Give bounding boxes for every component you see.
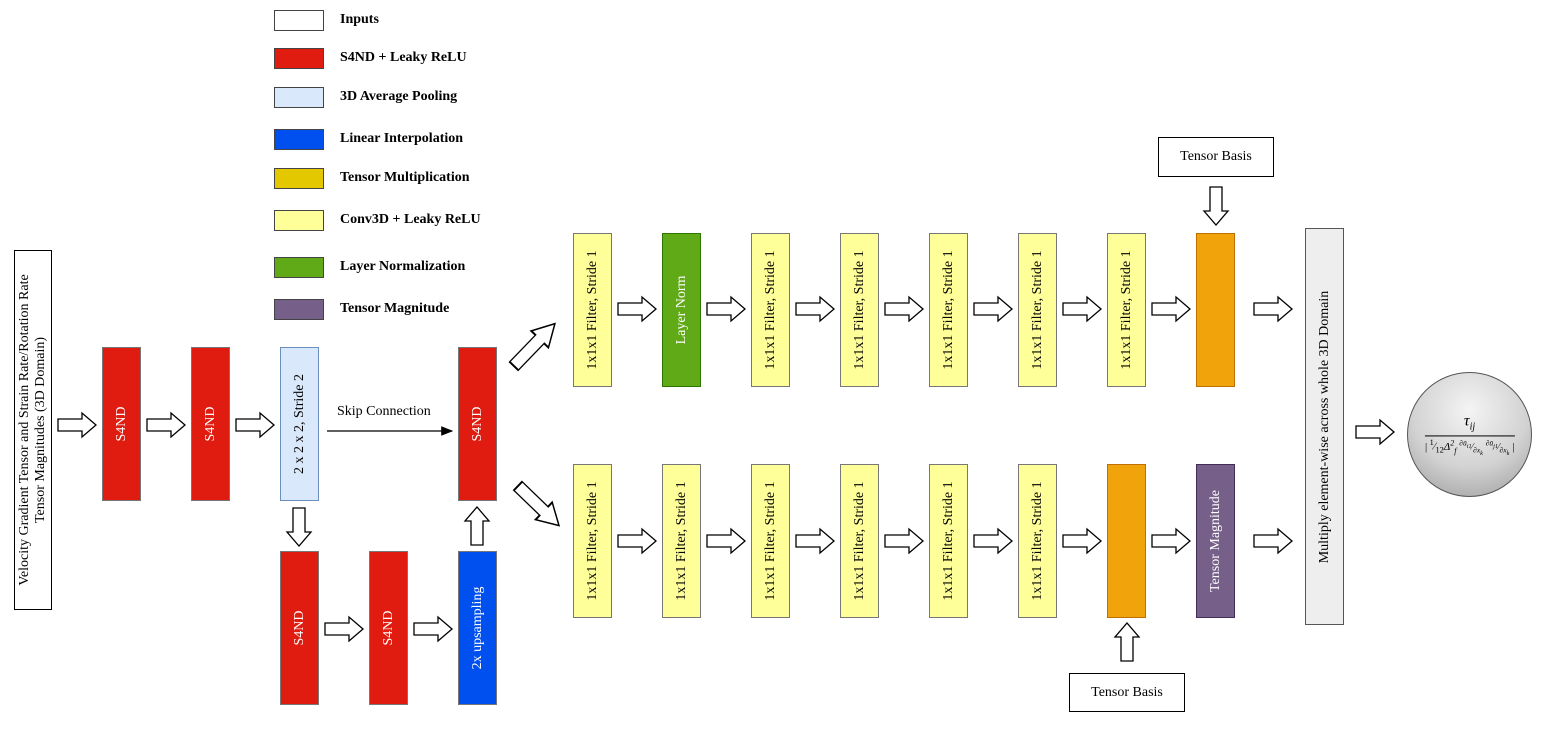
arrow-diag-down <box>508 476 569 536</box>
bottom-conv-2: 1x1x1 Filter, Stride 1 <box>662 464 701 618</box>
input-block: Velocity Gradient Tensor and Strain Rate… <box>14 250 52 610</box>
bottom-conv-4: 1x1x1 Filter, Stride 1 <box>840 464 879 618</box>
bottom-tensor-mult-block <box>1107 464 1146 618</box>
s4nd-block-5: S4ND <box>369 551 408 705</box>
arrow-top-2 <box>706 296 746 322</box>
legend-label-layer-norm: Layer Normalization <box>340 259 466 274</box>
upsample-block: 2x upsampling <box>458 551 497 705</box>
bottom-tensor-basis-box: Tensor Basis <box>1069 673 1185 712</box>
arrow-bottom-6 <box>1062 528 1102 554</box>
avg-pool-block: 2 x 2 x 2, Stride 2 <box>280 347 319 501</box>
arrow-s4nd4-to-s4nd5 <box>324 616 364 642</box>
legend-label-tensor-magnitude: Tensor Magnitude <box>340 301 450 316</box>
arrow-s4nd2-to-pool <box>235 412 275 438</box>
skip-connection-label: Skip Connection <box>337 404 431 419</box>
bottom-tensor-basis-label: Tensor Basis <box>1091 684 1163 700</box>
legend-swatch-linear-interp <box>274 129 324 150</box>
s4nd-block-3: S4ND <box>458 347 497 501</box>
s4nd-block-4: S4ND <box>280 551 319 705</box>
top-conv-5: 1x1x1 Filter, Stride 1 <box>1018 233 1057 387</box>
legend-label-inputs: Inputs <box>340 12 379 27</box>
arrow-input-to-s4nd1 <box>57 412 97 438</box>
bottom-conv-6: 1x1x1 Filter, Stride 1 <box>1018 464 1057 618</box>
top-tensor-mult-block <box>1196 233 1235 387</box>
top-conv-1: 1x1x1 Filter, Stride 1 <box>573 233 612 387</box>
top-conv-6: 1x1x1 Filter, Stride 1 <box>1107 233 1146 387</box>
top-conv-3: 1x1x1 Filter, Stride 1 <box>840 233 879 387</box>
legend-swatch-avg-pool <box>274 87 324 108</box>
arrow-bottom-3 <box>795 528 835 554</box>
legend-label-avg-pool: 3D Average Pooling <box>340 89 458 104</box>
arrow-bottom-4 <box>884 528 924 554</box>
layer-norm-block: Layer Norm <box>662 233 701 387</box>
legend-label-tensor-mult: Tensor Multiplication <box>340 170 470 185</box>
legend-label-s4nd: S4ND + Leaky ReLU <box>340 50 467 65</box>
arrow-bottom-1 <box>617 528 657 554</box>
legend-swatch-conv3d <box>274 210 324 231</box>
bottom-conv-1: 1x1x1 Filter, Stride 1 <box>573 464 612 618</box>
top-tensor-basis-box: Tensor Basis <box>1158 137 1274 177</box>
bottom-conv-3: 1x1x1 Filter, Stride 1 <box>751 464 790 618</box>
arrow-bottom-7 <box>1151 528 1191 554</box>
top-conv-4: 1x1x1 Filter, Stride 1 <box>929 233 968 387</box>
arrow-bottom-2 <box>706 528 746 554</box>
arrow-bottom-tensor-basis-up <box>1114 622 1140 662</box>
arrow-diag-up <box>504 314 565 376</box>
arrow-top-1 <box>617 296 657 322</box>
legend-swatch-inputs <box>274 10 324 31</box>
legend-swatch-layer-norm <box>274 257 324 278</box>
arrow-s4nd5-to-upsample <box>413 616 453 642</box>
arrow-pool-down <box>286 507 312 547</box>
legend-label-conv3d: Conv3D + Leaky ReLU <box>340 212 481 227</box>
legend-label-linear-interp: Linear Interpolation <box>340 131 464 146</box>
legend-swatch-tensor-magnitude <box>274 299 324 320</box>
top-conv-2: 1x1x1 Filter, Stride 1 <box>751 233 790 387</box>
output-numerator: τij <box>1424 412 1515 437</box>
arrow-bottom-to-multiply <box>1253 528 1293 554</box>
arrow-top-6 <box>1062 296 1102 322</box>
s4nd-block-1: S4ND <box>102 347 141 501</box>
arrow-top-5 <box>973 296 1013 322</box>
arrow-top-to-multiply <box>1253 296 1293 322</box>
arrow-top-3 <box>795 296 835 322</box>
bottom-conv-5: 1x1x1 Filter, Stride 1 <box>929 464 968 618</box>
top-tensor-basis-label: Tensor Basis <box>1180 149 1252 164</box>
arrow-upsample-up <box>464 506 490 546</box>
arrow-multiply-to-output <box>1355 419 1395 445</box>
arrow-bottom-5 <box>973 528 1013 554</box>
arrow-top-tensor-basis-down <box>1203 186 1229 226</box>
legend-swatch-s4nd <box>274 48 324 69</box>
output-circle: τij | 1⁄12Δ2f ∂ūi1⁄∂xk ∂ūj1⁄∂xk | <box>1407 372 1532 497</box>
multiply-block: Multiply element-wise across whole 3D Do… <box>1305 228 1344 625</box>
s4nd-block-2: S4ND <box>191 347 230 501</box>
tensor-magnitude-block: Tensor Magnitude <box>1196 464 1235 618</box>
legend-swatch-tensor-mult <box>274 168 324 189</box>
arrow-top-7 <box>1151 296 1191 322</box>
arrow-top-4 <box>884 296 924 322</box>
arrow-s4nd1-to-s4nd2 <box>146 412 186 438</box>
output-denominator: | 1⁄12Δ2f ∂ūi1⁄∂xk ∂ūj1⁄∂xk | <box>1424 438 1515 458</box>
